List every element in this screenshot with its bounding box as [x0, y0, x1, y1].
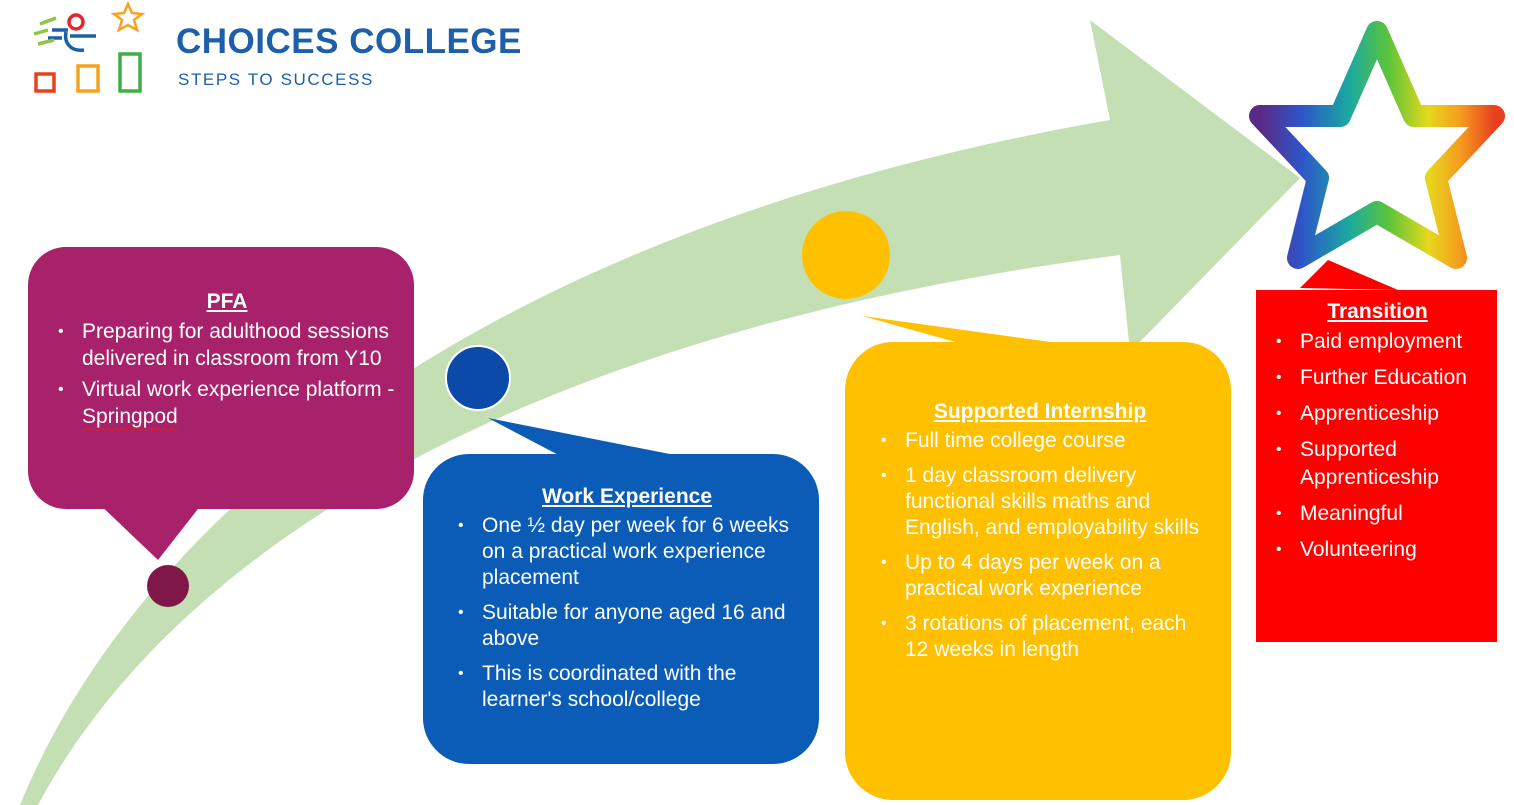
pfa-box: PFA Preparing for adulthood sessions del… [52, 290, 402, 434]
list-item: Further Education [1270, 364, 1485, 392]
college-subtitle: STEPS TO SUCCESS [178, 70, 374, 89]
star-icon [1249, 21, 1505, 269]
list-item: Full time college course [875, 428, 1205, 454]
list-item: Volunteering [1270, 536, 1485, 564]
springpod-link: Springpod [82, 405, 178, 428]
supported-internship-title: Supported Internship [933, 400, 1147, 423]
work-experience-title: Work Experience [541, 485, 713, 508]
list-item: 1 day classroom delivery functional skil… [875, 463, 1205, 541]
work-experience-box: Work Experience One ½ day per week for 6… [452, 485, 802, 722]
college-title: CHOICES COLLEGE [176, 22, 522, 61]
logo-icon [33, 0, 146, 93]
work-experience-list: One ½ day per week for 6 weeks on a prac… [452, 513, 802, 713]
list-item: Up to 4 days per week on a practical wor… [875, 550, 1205, 602]
transition-box: Transition Paid employment Further Educa… [1270, 300, 1485, 572]
pfa-item-text: Virtual work experience platform - [82, 378, 395, 401]
list-item: Preparing for adulthood sessions deliver… [52, 318, 402, 372]
progress-arrow [20, 20, 1300, 805]
list-item: Paid employment [1270, 328, 1485, 356]
pfa-title: PFA [206, 290, 248, 313]
transition-title: Transition [1327, 300, 1428, 323]
pfa-dot [147, 565, 189, 607]
list-item: Suitable for anyone aged 16 and above [452, 600, 802, 652]
list-item: Supported Apprenticeship [1270, 436, 1485, 492]
transition-list: Paid employment Further Education Appren… [1270, 328, 1485, 564]
supported-internship-box: Supported Internship Full time college c… [875, 400, 1205, 672]
list-item: This is coordinated with the learner's s… [452, 661, 802, 713]
intern-dot [802, 211, 890, 299]
pfa-list: Preparing for adulthood sessions deliver… [52, 318, 402, 430]
work-dot [445, 345, 511, 411]
list-item: Apprenticeship [1270, 400, 1485, 428]
list-item: 3 rotations of placement, each 12 weeks … [875, 611, 1205, 663]
list-item: Virtual work experience platform - Sprin… [52, 376, 402, 430]
list-item: One ½ day per week for 6 weeks on a prac… [452, 513, 802, 591]
supported-internship-list: Full time college course 1 day classroom… [875, 428, 1205, 663]
list-item: Meaningful [1270, 500, 1485, 528]
